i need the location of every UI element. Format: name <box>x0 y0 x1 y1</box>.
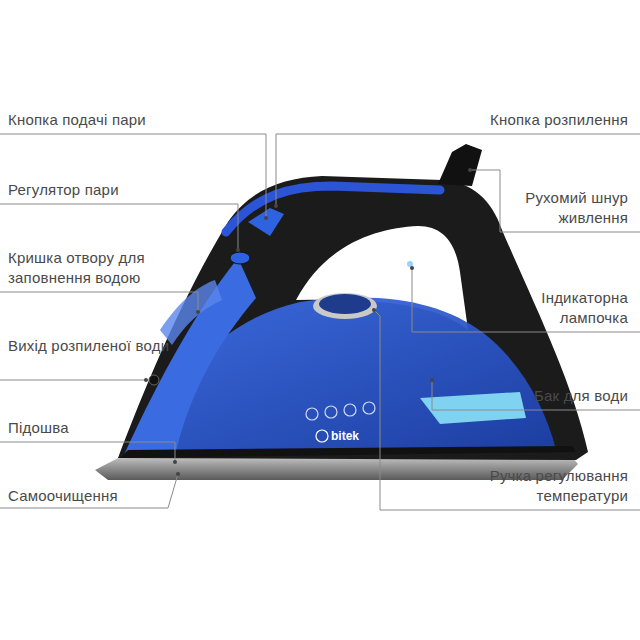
spray-nozzle <box>149 375 159 385</box>
iron-body <box>118 176 588 460</box>
part-label: Рухомий шнур живлення <box>478 188 628 228</box>
part-label: Підошва <box>8 418 173 438</box>
tank-accent <box>420 392 526 424</box>
knob-ring <box>313 293 377 319</box>
part-label: Кришка отвору для заповнення водою <box>8 248 173 288</box>
part-label: Кнопка розпилення <box>478 110 628 130</box>
temperature-knob <box>319 294 371 314</box>
part-label: Ручка регулювання температури <box>478 466 628 506</box>
part-label: Вихід розпиленої води <box>8 336 173 356</box>
base-band <box>120 446 576 458</box>
leader-lines <box>0 134 640 510</box>
brand-name: bitek <box>331 429 391 443</box>
feature-icons <box>306 402 375 420</box>
leader-dots <box>144 168 472 476</box>
brand-logo <box>316 430 328 442</box>
part-label: Індикаторна лампочка <box>478 288 628 328</box>
part-label: Бак для води <box>478 386 628 406</box>
steam-regulator <box>230 252 250 264</box>
cord-boot <box>438 144 482 186</box>
part-label: Самоочищення <box>8 486 173 506</box>
fill-cap <box>160 280 222 345</box>
part-label: Регулятор пари <box>8 180 173 200</box>
iron-nose <box>124 258 256 455</box>
part-label: Кнопка подачі пари <box>8 110 173 130</box>
